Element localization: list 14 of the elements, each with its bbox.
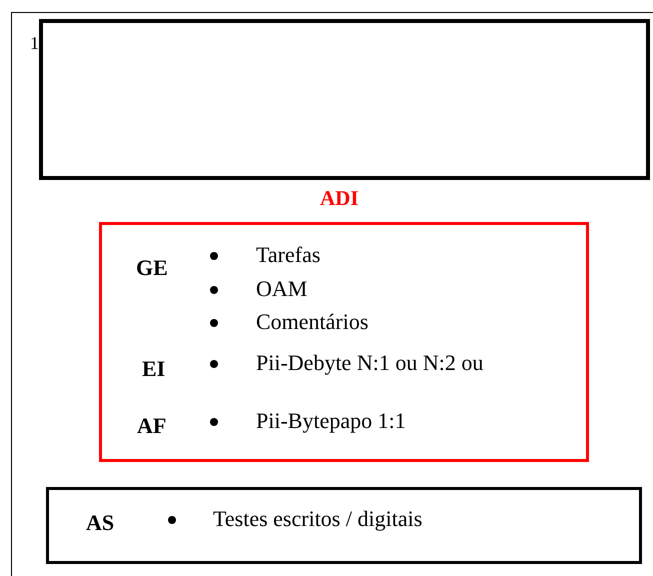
list-item: Tarefas	[256, 244, 320, 266]
list-item: Testes escritos / digitais	[213, 508, 422, 530]
figure-number: 1	[30, 34, 39, 52]
list-item: OAM	[256, 278, 308, 300]
list-item: Pii-Bytepapo 1:1	[256, 410, 406, 432]
category-code: EI	[142, 358, 166, 380]
list-item: Pii-Debyte N:1 ou N:2 ou	[256, 352, 484, 374]
assessment-box	[46, 487, 642, 564]
list-item: Comentários	[256, 311, 368, 333]
panel-heading: ADI	[320, 188, 359, 209]
category-code: AS	[86, 512, 114, 534]
page-frame	[11, 12, 653, 576]
category-code: AF	[137, 415, 166, 437]
category-code: GE	[136, 257, 168, 279]
